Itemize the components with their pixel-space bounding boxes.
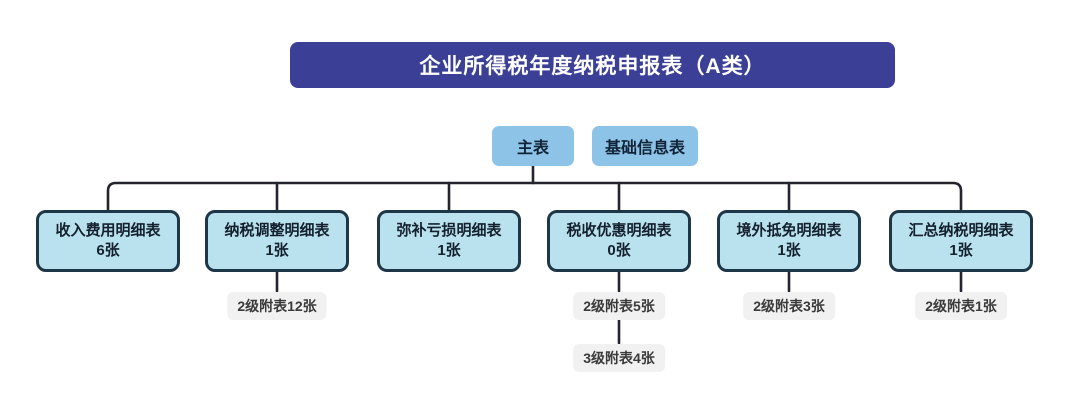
sublabel-level2-3: 2级附表3张 bbox=[743, 292, 835, 320]
sublabel-level2-1: 2级附表1张 bbox=[915, 292, 1007, 320]
leaf-count: 0张 bbox=[607, 242, 631, 259]
leaf-title: 弥补亏损明细表 bbox=[396, 221, 502, 239]
leaf-tax-incentive: 税收优惠明细表 0张 bbox=[547, 210, 691, 272]
leaf-consolidated-tax: 汇总纳税明细表 1张 bbox=[889, 210, 1033, 272]
leaf-count: 1张 bbox=[949, 242, 973, 259]
leaf-overseas-credit: 境外抵免明细表 1张 bbox=[717, 210, 861, 272]
sublabel-level2-5: 2级附表5张 bbox=[573, 292, 665, 320]
leaf-title: 税收优惠明细表 bbox=[566, 221, 672, 239]
leaf-count: 1张 bbox=[437, 242, 461, 259]
node-basic-info-table: 基础信息表 bbox=[592, 126, 698, 166]
leaf-count: 6张 bbox=[96, 242, 120, 259]
leaf-count: 1张 bbox=[777, 242, 801, 259]
leaf-income-expense: 收入费用明细表 6张 bbox=[36, 210, 180, 272]
leaf-title: 境外抵免明细表 bbox=[736, 221, 842, 239]
leaf-tax-adjustment: 纳税调整明细表 1张 bbox=[205, 210, 349, 272]
leaf-count: 1张 bbox=[265, 242, 289, 259]
sublabel-level2-12: 2级附表12张 bbox=[227, 292, 327, 320]
node-main-table: 主表 bbox=[492, 126, 574, 166]
leaf-loss-recovery: 弥补亏损明细表 1张 bbox=[377, 210, 521, 272]
sublabel-level3-4: 3级附表4张 bbox=[573, 344, 665, 372]
leaf-title: 汇总纳税明细表 bbox=[908, 221, 1014, 239]
leaf-title: 收入费用明细表 bbox=[55, 221, 161, 239]
diagram-title: 企业所得税年度纳税申报表（A类） bbox=[290, 42, 895, 88]
leaf-title: 纳税调整明细表 bbox=[224, 221, 330, 239]
